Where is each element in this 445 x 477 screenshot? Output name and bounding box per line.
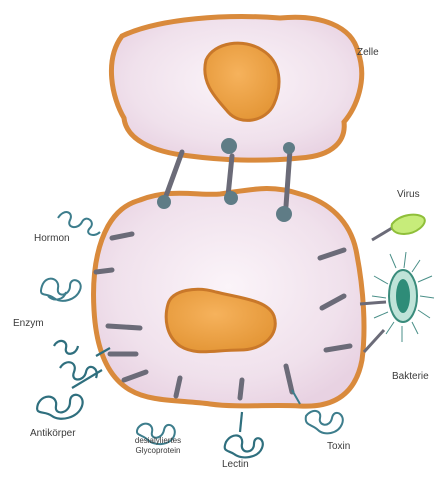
label-enzym: Enzym <box>13 318 44 329</box>
label-virus: Virus <box>397 189 420 200</box>
label-toxin: Toxin <box>327 441 350 452</box>
label-lectin: Lectin <box>222 459 249 470</box>
upper-cell <box>111 17 361 161</box>
label-glycoprotein-line2: Glycoprotein <box>123 446 193 455</box>
hormon-molecule <box>58 212 100 235</box>
enzym-molecule <box>41 279 81 301</box>
label-bakterie: Bakterie <box>392 371 429 382</box>
lectin-molecule <box>225 412 263 457</box>
bacterium <box>360 252 434 352</box>
lower-cell <box>94 189 364 407</box>
label-zelle: Zelle <box>357 47 379 58</box>
label-glycoprotein-line1: desialyliertes <box>123 436 193 445</box>
label-hormon: Hormon <box>34 233 70 244</box>
virus <box>372 215 425 240</box>
label-antikoerper: Antikörper <box>30 428 76 439</box>
